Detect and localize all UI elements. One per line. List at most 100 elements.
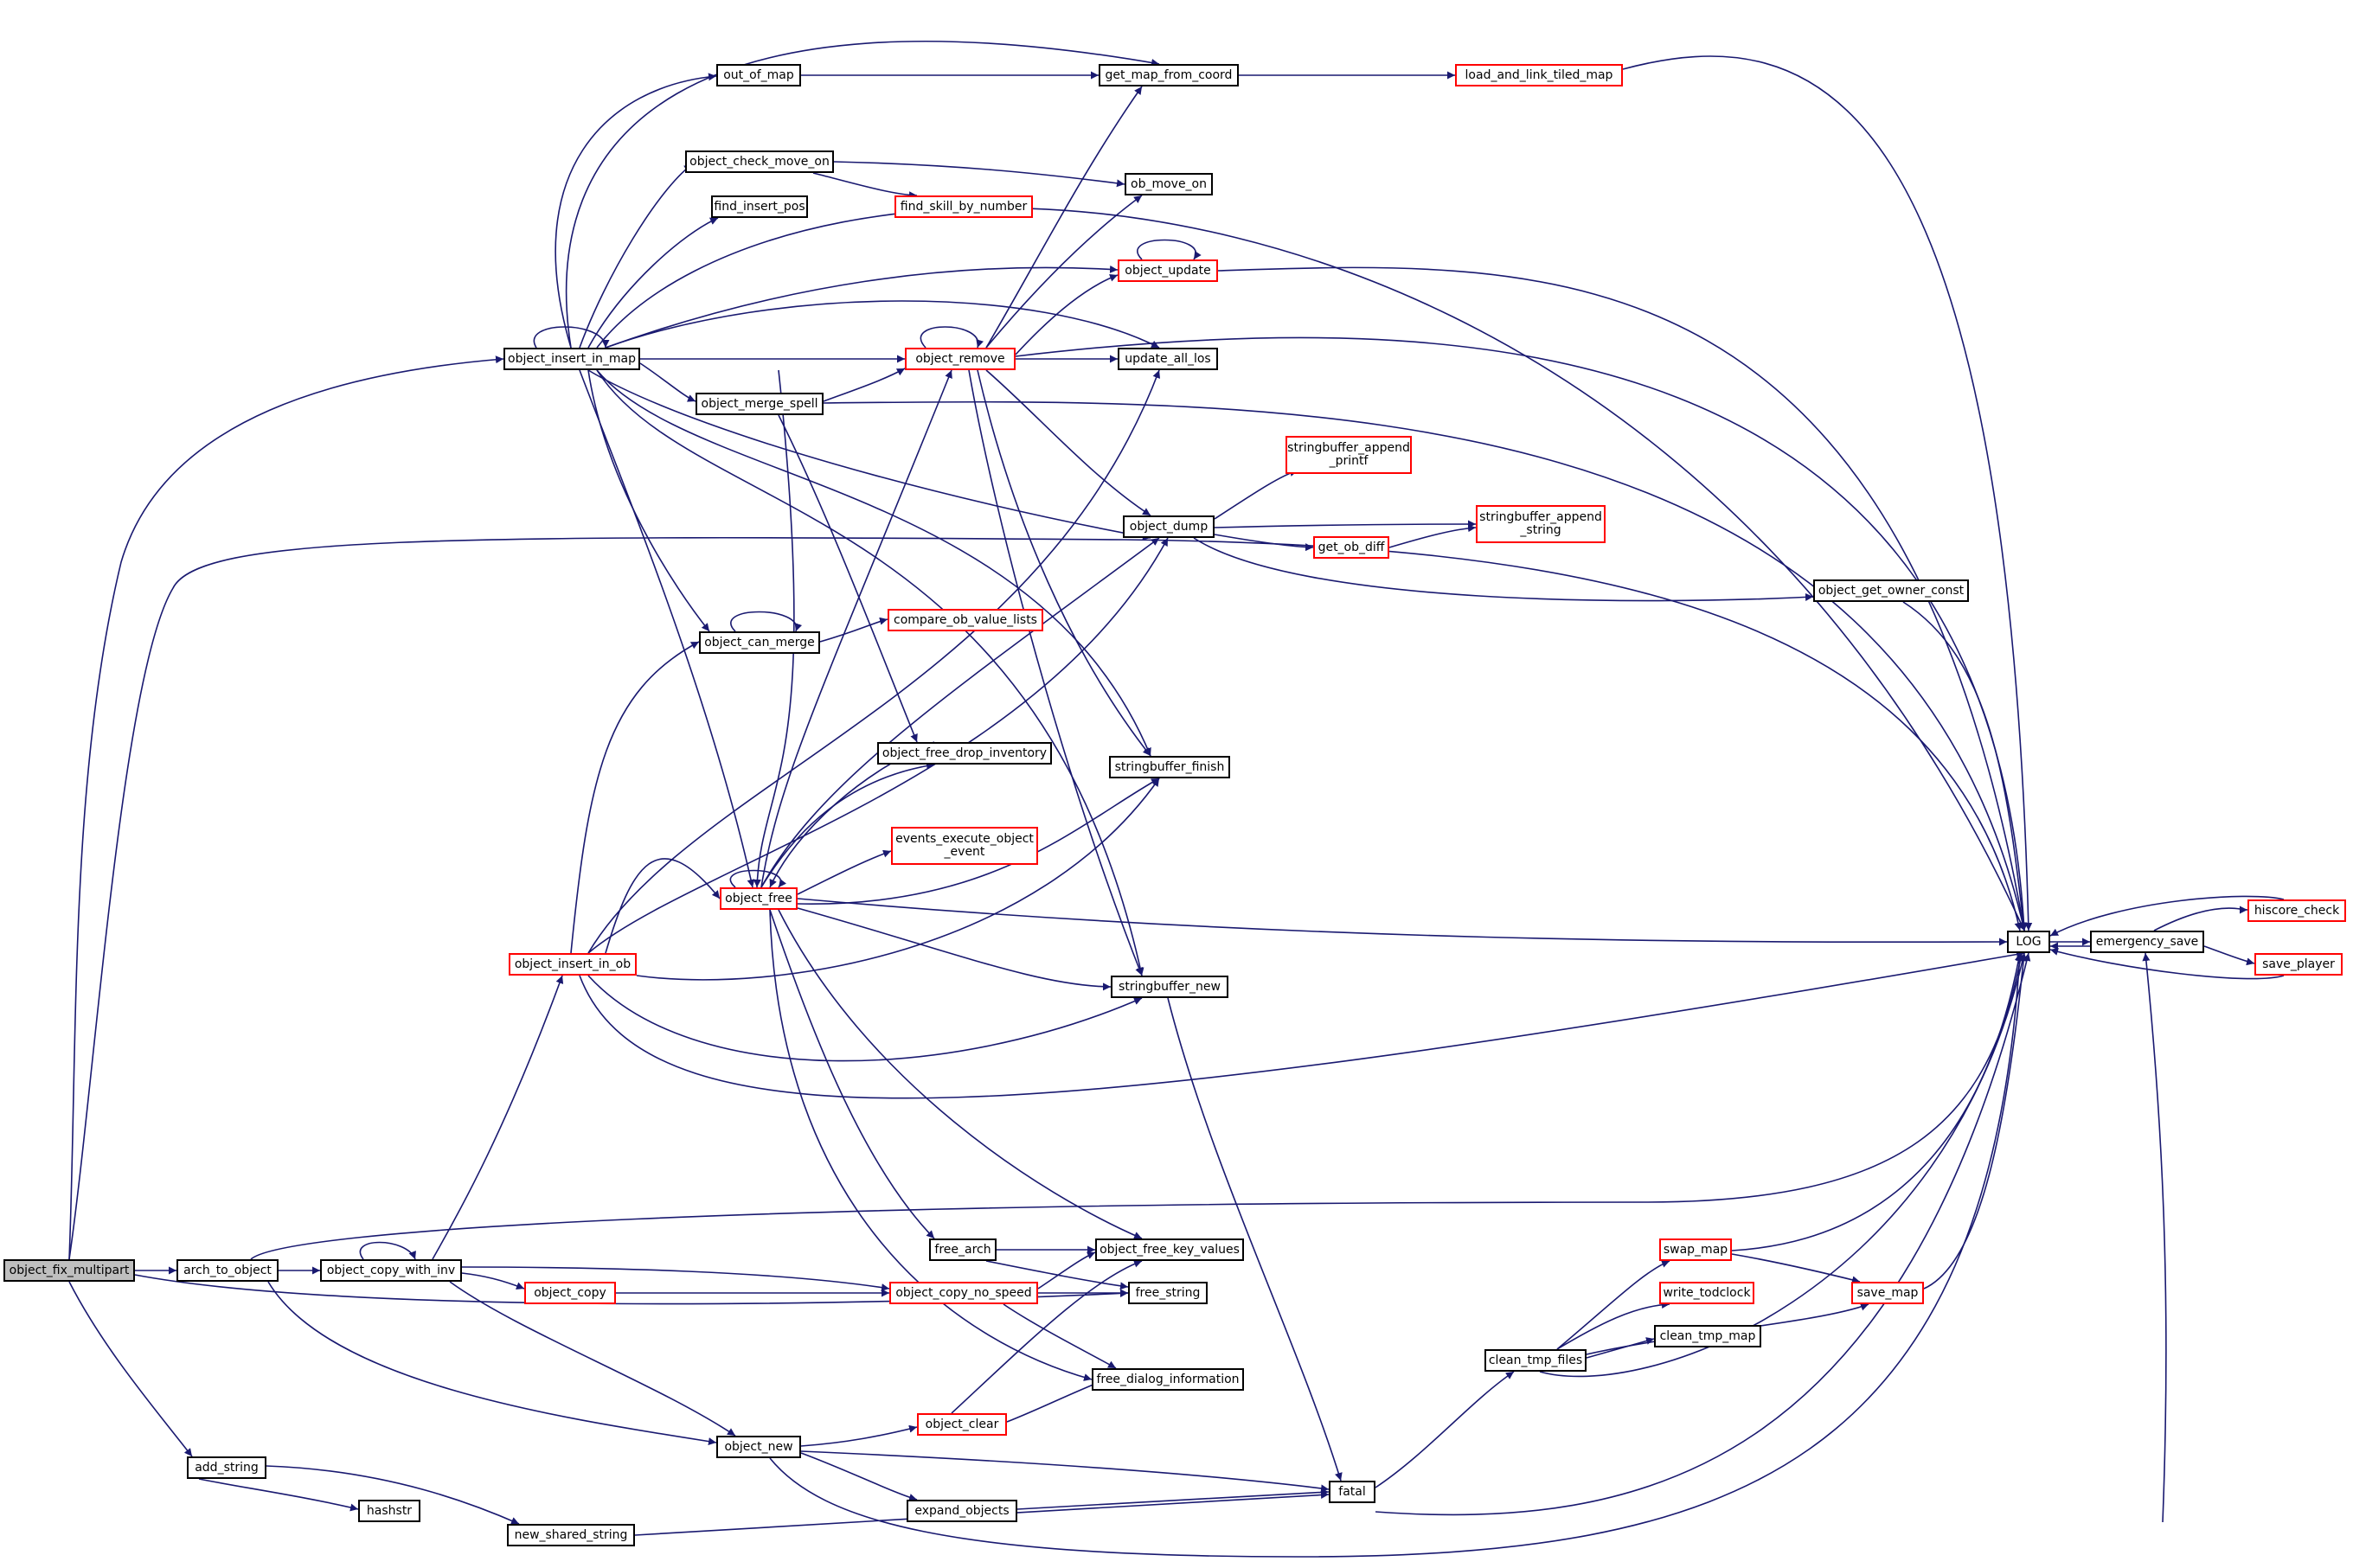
edge-insertob-canmerge [570,641,700,954]
edge-insertob-sb_finish [636,778,1160,981]
node-arch_to_object[interactable]: arch_to_object [176,1259,279,1282]
edge-saveplayer-LOG [2049,948,2285,980]
node-LOG[interactable]: LOG [2007,931,2050,953]
node-stringbuffer_new[interactable]: stringbuffer_new [1111,976,1228,998]
edge-emergency-hiscore [2153,906,2248,931]
edge-remove-sb_new [968,369,1143,976]
node-free_arch[interactable]: free_arch [929,1238,997,1261]
node-add_string[interactable]: add_string [187,1456,266,1479]
edge-free-events [797,849,892,895]
node-stringbuffer_append_printf[interactable]: stringbuffer_append _printf [1285,436,1412,474]
node-object_insert_in_map[interactable]: object_insert_in_map [503,348,640,370]
node-load_and_link_tiled_map[interactable]: load_and_link_tiled_map [1455,64,1623,86]
edge-freearch-freestring [985,1260,1129,1290]
node-expand_objects[interactable]: expand_objects [907,1500,1017,1522]
node-stringbuffer_finish[interactable]: stringbuffer_finish [1109,756,1230,778]
edge-dump-append_string [1214,520,1477,528]
node-object_merge_spell[interactable]: object_merge_spell [696,393,824,415]
edge-copyinv-object_copy [461,1272,525,1290]
node-hiscore_check[interactable]: hiscore_check [2247,899,2346,922]
node-object_dump[interactable]: object_dump [1123,515,1215,538]
edge-clean-todclock [1556,1300,1670,1350]
edge-dump-owner [1193,537,1814,602]
edge-insertmap-sb_new [596,369,1144,976]
edge-dump-getobdiff [1214,534,1314,552]
node-object_can_merge[interactable]: object_can_merge [699,631,820,654]
edge-merge-LOG [823,400,2027,931]
node-object_check_move_on[interactable]: object_check_move_on [685,150,834,173]
edge-insertob-free [605,858,721,954]
node-free_string[interactable]: free_string [1128,1282,1208,1304]
node-object_copy_with_inv[interactable]: object_copy_with_inv [320,1259,462,1282]
edge-insertob-LOG [579,950,2025,1099]
edge-remove-LOG [1015,336,2028,931]
edge-new-fatal [800,1450,1330,1493]
node-swap_map[interactable]: swap_map [1659,1238,1732,1261]
node-object_update[interactable]: object_update [1118,259,1218,282]
edge-insertmap-self [533,326,610,349]
node-ob_move_on[interactable]: ob_move_on [1125,173,1213,195]
node-free_dialog_information[interactable]: free_dialog_information [1092,1368,1244,1391]
node-out_of_map[interactable]: out_of_map [716,64,801,86]
node-object_free_drop_inventory[interactable]: object_free_drop_inventory [877,742,1052,765]
node-stringbuffer_append_string[interactable]: stringbuffer_append _string [1476,505,1606,543]
node-find_skill_by_number[interactable]: find_skill_by_number [894,195,1033,218]
node-save_map[interactable]: save_map [1851,1282,1924,1304]
node-object_copy[interactable]: object_copy [524,1282,616,1304]
edge-insertmap-getmap [565,41,1160,349]
edge-insertmap-update_all_los [605,300,1160,349]
node-compare_ob_value_lists[interactable]: compare_ob_value_lists [888,609,1043,631]
edge-clean-LOG-back [1539,952,2027,1378]
edge-checkmove-obmoveon [833,161,1125,188]
node-object_free_key_values[interactable]: object_free_key_values [1095,1238,1244,1261]
node-save_player[interactable]: save_player [2254,953,2343,976]
node-object_free[interactable]: object_free [720,887,798,910]
node-update_all_los[interactable]: update_all_los [1118,348,1218,370]
edge-update-LOG [1217,266,2027,931]
node-object_insert_in_ob[interactable]: object_insert_in_ob [509,953,637,976]
edge-obdiff-append_string [1388,524,1477,548]
node-emergency_save[interactable]: emergency_save [2090,931,2204,953]
edge-insertmap-out_of_map [555,73,717,349]
node-write_todclock[interactable]: write_todclock [1659,1282,1754,1304]
edge-remove-free-back [753,369,795,888]
edge-clear-dialog [1006,1379,1105,1423]
edge-remove-obmoveon [985,195,1143,349]
edge-insertob-update_all_los [587,369,1161,954]
node-object_get_owner_const[interactable]: object_get_owner_const [1813,579,1969,602]
node-fatal[interactable]: fatal [1329,1481,1375,1503]
edge-swap-save_map [1731,1253,1861,1284]
edge-clean-tmp_map [1586,1337,1655,1359]
edge-insertmap-LOG [596,207,2025,931]
edge-remove-dump [985,369,1151,516]
edge-insertob-dump [587,537,1169,954]
edge-nospeed-keyvalues [1037,1251,1096,1290]
edge-expand-fatal [1016,1488,1330,1510]
node-object_new[interactable]: object_new [716,1436,801,1458]
node-find_insert_pos[interactable]: find_insert_pos [711,195,808,218]
edge-sbnew-fatal [1167,997,1343,1482]
edge-remove-update [1015,273,1119,355]
node-new_shared_string[interactable]: new_shared_string [507,1524,635,1546]
edge-swap-LOG [1731,952,2023,1251]
node-object_remove[interactable]: object_remove [905,348,1016,370]
node-hashstr[interactable]: hashstr [358,1500,420,1522]
edge-copyinv-copy_no_speed [461,1266,890,1292]
edge-update-self [1137,239,1202,260]
edge-canmerge-compare [819,617,888,643]
node-get_map_from_coord[interactable]: get_map_from_coord [1099,64,1239,86]
edge-fix-add_string [68,1281,193,1457]
node-object_copy_no_speed[interactable]: object_copy_no_speed [889,1282,1038,1304]
edge-canmerge-self [730,611,803,632]
edge-clear-keyvalues [951,1259,1143,1414]
edge-new-expand [800,1452,918,1501]
node-clean_tmp_files[interactable]: clean_tmp_files [1484,1349,1587,1372]
edge-fatal-clean_tmp [1375,1371,1515,1488]
node-clean_tmp_map[interactable]: clean_tmp_map [1654,1325,1761,1347]
node-get_ob_diff[interactable]: get_ob_diff [1313,536,1389,559]
edge-arch-object_new [267,1281,717,1446]
node-object_fix_multipart[interactable]: object_fix_multipart [3,1259,135,1282]
node-object_clear[interactable]: object_clear [917,1413,1007,1436]
node-events_execute_object_event[interactable]: events_execute_object _event [891,827,1038,865]
edge-insertmap-checkmove [579,163,693,349]
